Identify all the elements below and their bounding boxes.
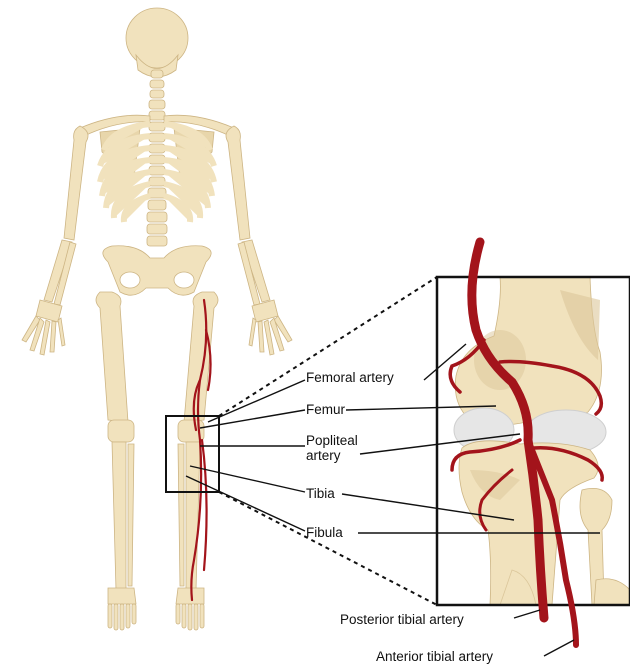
label-tibia: Tibia xyxy=(306,486,335,501)
leader-posterior-tibial xyxy=(514,610,540,618)
leader-fibula xyxy=(186,476,305,531)
tibia-left xyxy=(112,442,126,590)
label-anterior-tibial-artery: Anterior tibial artery xyxy=(376,649,493,664)
skeleton xyxy=(22,8,292,630)
label-fibula: Fibula xyxy=(306,525,343,540)
femur-left xyxy=(96,292,128,422)
leader-femoral-artery xyxy=(208,380,305,422)
hand-right xyxy=(249,300,292,355)
foot-left xyxy=(108,588,136,630)
label-femoral-artery: Femoral artery xyxy=(306,370,394,385)
femur-right xyxy=(184,292,218,422)
leader-anterior-tibial xyxy=(544,640,574,656)
label-popliteal-line2: artery xyxy=(306,448,341,463)
label-popliteal-line1: Popliteal xyxy=(306,433,358,448)
foot-right xyxy=(176,588,204,630)
knee-left xyxy=(108,420,134,442)
label-posterior-tibial-artery: Posterior tibial artery xyxy=(340,612,464,627)
humerus-left xyxy=(64,126,88,240)
skull xyxy=(126,8,188,68)
humerus-right xyxy=(226,126,250,240)
pelvis xyxy=(103,246,211,295)
hand-left xyxy=(22,300,65,355)
leader-tibia xyxy=(190,466,305,492)
spine xyxy=(147,70,167,246)
label-femur: Femur xyxy=(306,402,345,417)
